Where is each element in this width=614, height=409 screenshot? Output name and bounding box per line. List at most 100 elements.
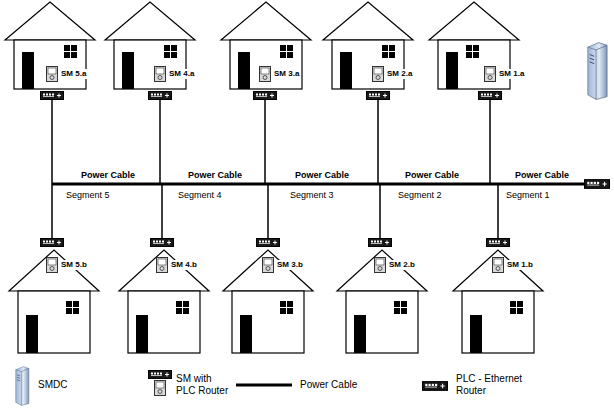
house-window bbox=[164, 45, 170, 51]
drop-wire bbox=[497, 184, 499, 238]
house-window bbox=[287, 52, 293, 58]
house-wall bbox=[114, 40, 186, 89]
meter-label: SM 1.a bbox=[498, 69, 525, 79]
house-window bbox=[164, 52, 170, 58]
legend-text: SM with PLC Router bbox=[176, 373, 230, 397]
house-window bbox=[71, 45, 77, 51]
segment-label: Segment 5 bbox=[64, 190, 112, 201]
house-window bbox=[176, 301, 182, 307]
house-window bbox=[517, 308, 523, 314]
drop-wire bbox=[489, 100, 491, 184]
house-window bbox=[287, 308, 293, 314]
house-door bbox=[340, 52, 352, 89]
smdc-server bbox=[588, 43, 607, 100]
house-window bbox=[466, 45, 472, 51]
house-window bbox=[280, 52, 286, 58]
power-cable-bus bbox=[52, 183, 586, 186]
cable-label: Power Cable bbox=[79, 170, 137, 181]
house: SM 2.a bbox=[322, 0, 414, 90]
plc-router bbox=[151, 239, 174, 247]
house-door bbox=[470, 315, 482, 353]
house: SM 4.a bbox=[104, 0, 196, 90]
house-window bbox=[64, 52, 70, 58]
plc-router bbox=[254, 92, 277, 100]
cable-label: Power Cable bbox=[293, 170, 351, 181]
drop-wire bbox=[161, 184, 163, 238]
meter-label: SM 5.b bbox=[60, 260, 88, 270]
cable-label: Power Cable bbox=[403, 170, 461, 181]
drop-wire bbox=[159, 100, 161, 184]
meter-label: SM 2.b bbox=[388, 260, 416, 270]
plc-ethernet-router bbox=[585, 180, 610, 189]
house-roof bbox=[453, 250, 543, 291]
house-window bbox=[382, 45, 388, 51]
meter-label: SM 1.b bbox=[506, 260, 534, 270]
drop-wire bbox=[264, 100, 266, 184]
house-window bbox=[183, 308, 189, 314]
house-wall bbox=[14, 40, 86, 89]
meter-label: SM 3.a bbox=[273, 69, 300, 79]
house-window bbox=[176, 308, 182, 314]
segment-label: Segment 3 bbox=[288, 190, 336, 201]
cable-label: Power Cable bbox=[513, 170, 571, 181]
house-door bbox=[240, 315, 252, 353]
house-wall bbox=[18, 291, 90, 353]
legend-router-icon bbox=[149, 371, 172, 379]
meter-label: SM 4.a bbox=[168, 69, 195, 79]
plc-router bbox=[487, 239, 510, 247]
house-roof bbox=[323, 2, 413, 40]
house: SM 1.a bbox=[428, 0, 520, 90]
house-roof bbox=[429, 2, 519, 40]
house-roof bbox=[221, 2, 311, 40]
house: SM 5.a bbox=[4, 0, 96, 90]
segment-label: Segment 2 bbox=[396, 190, 444, 201]
plc-router bbox=[257, 239, 280, 247]
smart-meter-icon bbox=[260, 67, 271, 82]
house-window bbox=[510, 308, 516, 314]
drop-wire bbox=[377, 100, 379, 184]
cable-label: Power Cable bbox=[186, 170, 244, 181]
house-window bbox=[66, 308, 72, 314]
drop-wire bbox=[51, 184, 53, 238]
house-window bbox=[394, 308, 400, 314]
drop-wires bbox=[52, 100, 498, 238]
drop-wire bbox=[267, 184, 269, 238]
house: SM 2.b bbox=[336, 249, 428, 354]
house-window bbox=[73, 308, 79, 314]
house-window bbox=[473, 52, 479, 58]
house-wall bbox=[230, 40, 302, 89]
house-wall bbox=[438, 40, 510, 89]
smart-meter-icon bbox=[47, 258, 58, 273]
house-door bbox=[122, 52, 134, 89]
drop-wire bbox=[379, 184, 381, 238]
house-roof bbox=[105, 2, 195, 40]
smart-meter-icon bbox=[375, 258, 386, 273]
house-window bbox=[473, 45, 479, 51]
house-door bbox=[446, 52, 458, 89]
segment-label: Segment 4 bbox=[176, 190, 224, 201]
legend-sm-icon bbox=[155, 381, 166, 396]
plc-router bbox=[41, 239, 64, 247]
house-window bbox=[382, 52, 388, 58]
smart-meter-icon bbox=[155, 67, 166, 82]
house-wall bbox=[128, 291, 200, 353]
house-window bbox=[389, 52, 395, 58]
segment-label: Segment 1 bbox=[504, 190, 552, 201]
house-window bbox=[401, 301, 407, 307]
legend-power-cable bbox=[236, 384, 292, 387]
house-window bbox=[510, 301, 516, 307]
house-window bbox=[389, 45, 395, 51]
house-roof bbox=[337, 250, 427, 291]
legend-text: SMDC bbox=[38, 379, 98, 391]
smart-meter-icon bbox=[157, 258, 168, 273]
house-door bbox=[354, 315, 366, 353]
meter-label: SM 4.b bbox=[170, 260, 198, 270]
plc-router bbox=[149, 92, 172, 100]
house-window bbox=[280, 308, 286, 314]
house-window bbox=[171, 52, 177, 58]
house-roof bbox=[223, 250, 313, 291]
meter-label: SM 5.a bbox=[60, 69, 87, 79]
house-window bbox=[466, 52, 472, 58]
plc-router bbox=[367, 92, 390, 100]
house-window bbox=[280, 45, 286, 51]
